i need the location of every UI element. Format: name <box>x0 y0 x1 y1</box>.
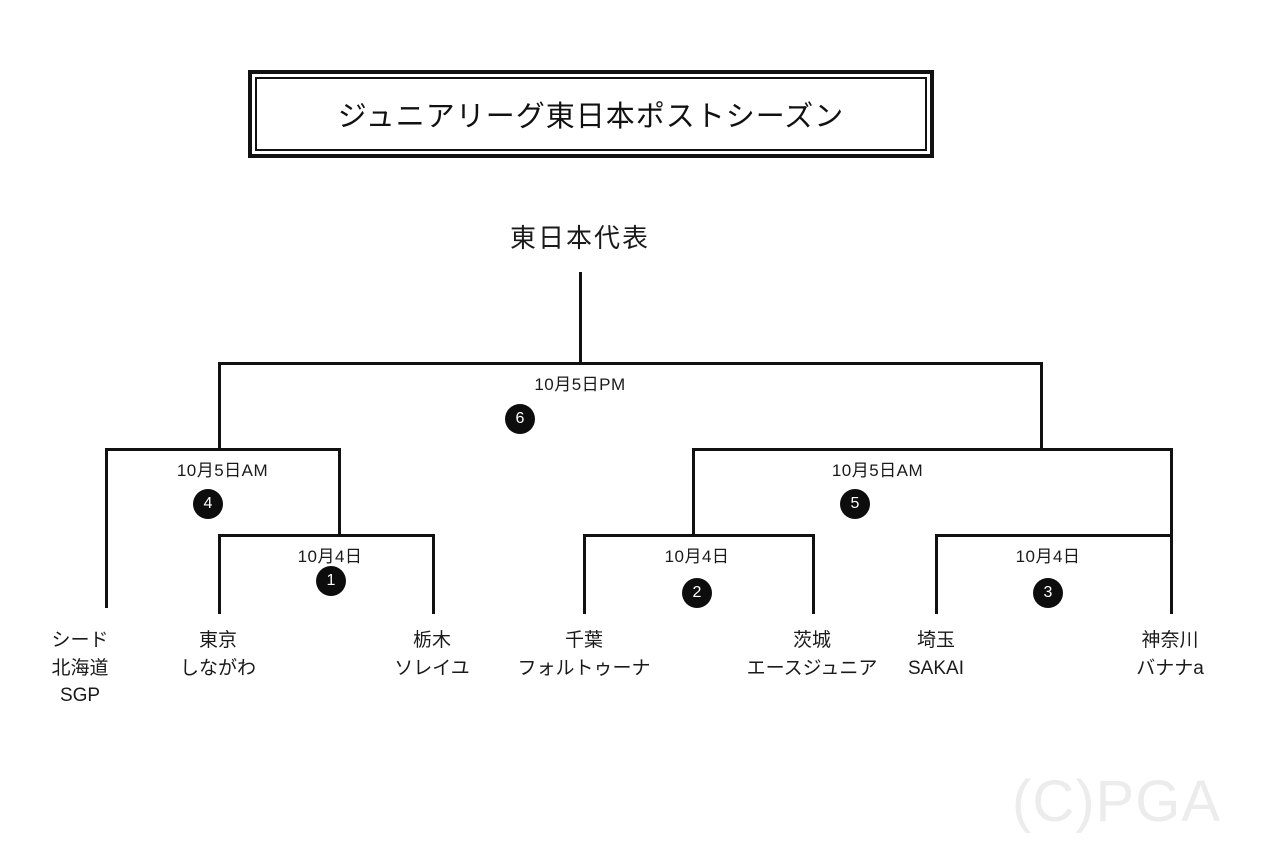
team-saitama-sakai: 埼玉 SAKAI <box>856 627 1016 682</box>
match-label-5: 10月5日AM <box>750 456 1005 481</box>
bracket-line-match2-drop-right <box>812 534 815 614</box>
bracket-line-semifinal-right-drop-left <box>692 448 695 536</box>
team-line: ソレイユ <box>394 657 470 679</box>
tournament-title-inner-border: ジュニアリーグ東日本ポストシーズン <box>255 77 927 151</box>
bracket-line-champion-stem <box>579 272 582 364</box>
bracket-line-match3-bar <box>935 534 1173 537</box>
match-badge-5: 5 <box>840 489 870 519</box>
bracket-line-final-drop-left <box>218 362 221 450</box>
team-line: 栃木 <box>412 630 451 651</box>
team-tochigi-soleil: 栃木 ソレイユ <box>352 627 512 682</box>
bracket-line-semifinal-left-bar <box>105 448 341 451</box>
team-line: SAKAI <box>908 657 964 679</box>
match-badge-4: 4 <box>193 489 223 519</box>
team-chiba-fortuna: 千葉 フォルトゥーナ <box>503 627 665 682</box>
team-tokyo-shinagawa: 東京 しながわ <box>138 627 298 682</box>
team-line: シード <box>51 630 109 651</box>
copyright-watermark: (C)PGA <box>1012 769 1221 834</box>
bracket-line-final-bar <box>218 362 1043 365</box>
bracket-line-semifinal-right-bar <box>692 448 1173 451</box>
team-line: しながわ <box>179 657 256 679</box>
team-line: フォルトゥーナ <box>517 657 651 679</box>
bracket-line-match1-drop-left <box>218 534 221 614</box>
team-line: 千葉 <box>564 630 603 651</box>
team-line: 埼玉 <box>916 630 955 651</box>
match-badge-2: 2 <box>682 578 712 608</box>
team-kanagawa-banana: 神奈川 バナナa <box>1090 627 1250 682</box>
team-line: バナナa <box>1136 657 1204 679</box>
team-line: 神奈川 <box>1141 630 1199 651</box>
bracket-line-match1-drop-right <box>432 534 435 614</box>
match-label-4: 10月5日AM <box>95 456 350 481</box>
team-line: 東京 <box>198 630 237 651</box>
team-line: 北海道 <box>51 657 109 679</box>
match-date-5: 10月5日AM <box>831 461 924 480</box>
match-date-4: 10月5日AM <box>176 461 269 480</box>
bracket-line-semifinal-left-drop-seed <box>105 448 108 608</box>
bracket-line-final-drop-right <box>1040 362 1043 450</box>
match-date-6: 10月5日PM <box>534 375 626 394</box>
bracket-line-match2-drop-left <box>583 534 586 614</box>
team-ibaraki-ace-junior: 茨城 エースジュニア <box>731 627 893 682</box>
match-badge-6: 6 <box>505 404 535 434</box>
team-line: SGP <box>59 685 101 707</box>
bracket-line-semifinal-right-drop-right <box>1170 448 1173 536</box>
bracket-line-match3-drop-left <box>935 534 938 614</box>
team-line: 茨城 <box>792 630 831 651</box>
match-date-2: 10月4日 <box>664 547 730 566</box>
match-label-6: 10月5日PM <box>450 370 710 395</box>
match-label-2: 10月4日 <box>597 542 797 567</box>
match-badge-1: 1 <box>316 566 346 596</box>
page-title: ジュニアリーグ東日本ポストシーズン <box>337 101 845 133</box>
match-badge-3: 3 <box>1033 578 1063 608</box>
champion-label: 東日本代表 <box>509 223 650 253</box>
bracket-line-match3-drop-right <box>1170 534 1173 614</box>
tournament-title-box: ジュニアリーグ東日本ポストシーズン <box>248 70 934 158</box>
team-seed-hokkaido-sgp: シード 北海道 SGP <box>0 627 160 710</box>
bracket-line-match1-bar <box>218 534 435 537</box>
team-line: エースジュニア <box>746 657 878 679</box>
match-date-3: 10月4日 <box>1015 547 1081 566</box>
bracket-line-semifinal-left-drop-inner <box>338 448 341 536</box>
match-date-1: 10月4日 <box>297 547 363 566</box>
match-label-3: 10月4日 <box>948 542 1148 567</box>
match-label-1: 10月4日 <box>230 542 430 567</box>
bracket-line-match2-bar <box>583 534 815 537</box>
